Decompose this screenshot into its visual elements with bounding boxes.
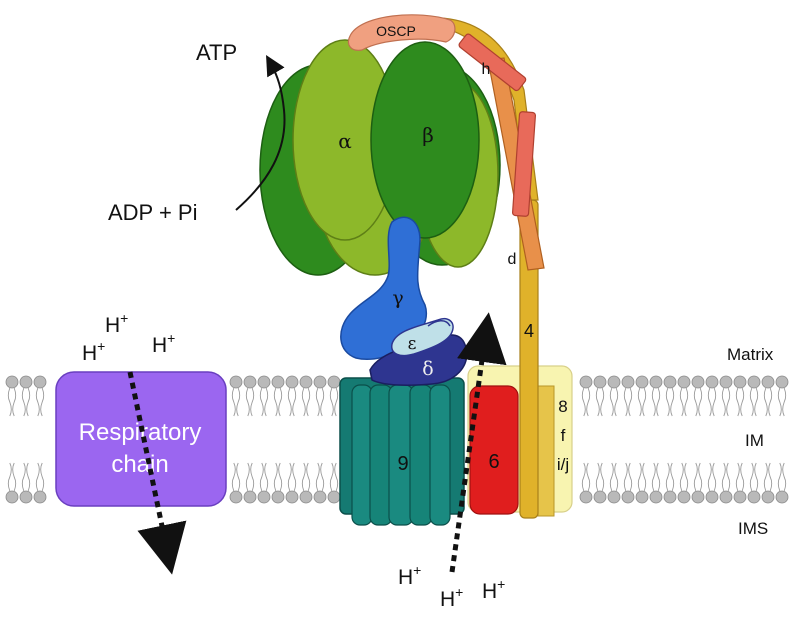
lipid-head bbox=[733, 490, 747, 504]
respiratory-chain: Respiratory chain bbox=[55, 371, 227, 507]
epsilon-label: ε bbox=[408, 334, 417, 354]
lipid-head bbox=[257, 375, 271, 389]
lipid-head bbox=[705, 375, 719, 389]
lipid-head bbox=[649, 375, 663, 389]
subunit-8-f-ij-bar bbox=[537, 385, 555, 517]
lipid-head bbox=[607, 490, 621, 504]
subunit-ij-label: i/j bbox=[557, 455, 569, 474]
lipid-head bbox=[593, 375, 607, 389]
lipid-head bbox=[775, 375, 789, 389]
adp-pi-label: ADP + Pi bbox=[108, 200, 197, 225]
lipid-head bbox=[313, 375, 327, 389]
f1-alpha-beta-hexamer: α β bbox=[259, 39, 501, 276]
proton-label: H+ bbox=[440, 584, 463, 611]
lipid-head bbox=[285, 375, 299, 389]
lipid-head bbox=[761, 490, 775, 504]
lipid-head bbox=[285, 490, 299, 504]
lipid-head bbox=[19, 490, 33, 504]
ims-label: IMS bbox=[738, 519, 768, 538]
subunit-d-label: d bbox=[508, 251, 517, 268]
lipid-head bbox=[747, 375, 761, 389]
lipid-head bbox=[257, 490, 271, 504]
lipid-head bbox=[705, 490, 719, 504]
lipid-head bbox=[33, 375, 47, 389]
lipid-head bbox=[691, 375, 705, 389]
atp-synthesis-arrow bbox=[235, 55, 286, 211]
proton-arrow-respiratory-chain bbox=[127, 371, 187, 575]
lipid-head bbox=[663, 375, 677, 389]
lipid-head bbox=[299, 375, 313, 389]
lipid-head bbox=[747, 490, 761, 504]
oscp: OSCP bbox=[347, 14, 456, 51]
lipid-head bbox=[327, 375, 341, 389]
lipid-head bbox=[33, 490, 47, 504]
respiratory-chain-label-1: Respiratory bbox=[79, 419, 202, 446]
subunit-h-label: h bbox=[482, 61, 491, 78]
lipid-head bbox=[649, 490, 663, 504]
lipid-head bbox=[663, 490, 677, 504]
proton-label: H+ bbox=[398, 562, 421, 589]
lipid-head bbox=[635, 490, 649, 504]
lipid-head bbox=[313, 490, 327, 504]
subunit-8-label: 8 bbox=[558, 397, 567, 416]
alpha-label: α bbox=[338, 129, 352, 153]
gamma-label: γ bbox=[392, 287, 403, 309]
subunit-6-label: 6 bbox=[488, 451, 499, 473]
lipid-head bbox=[271, 490, 285, 504]
lipid-head bbox=[243, 490, 257, 504]
lipid-head bbox=[677, 375, 691, 389]
proton-arrow-fo bbox=[449, 312, 507, 573]
delta-label: δ bbox=[422, 358, 433, 380]
oscp-label: OSCP bbox=[376, 23, 416, 39]
lipid-head bbox=[579, 375, 593, 389]
protons-matrix: H+ H+ H+ bbox=[82, 310, 175, 365]
lipid-head bbox=[19, 375, 33, 389]
lipid-head bbox=[579, 490, 593, 504]
lipid-head bbox=[607, 375, 621, 389]
proton-label: H+ bbox=[152, 330, 175, 357]
lipid-head bbox=[691, 490, 705, 504]
epsilon-subunit: ε bbox=[391, 318, 454, 357]
proton-label: H+ bbox=[482, 576, 505, 603]
lipid-head bbox=[229, 375, 243, 389]
subunit-4-label: 4 bbox=[524, 321, 534, 341]
lipid-head bbox=[299, 490, 313, 504]
lipid-head bbox=[775, 490, 789, 504]
lipid-head bbox=[271, 375, 285, 389]
lipid-head bbox=[761, 375, 775, 389]
proton-label: H+ bbox=[105, 310, 128, 337]
lipid-head bbox=[621, 375, 635, 389]
subunit-9-label: 9 bbox=[397, 453, 408, 475]
subunit-f-label: f bbox=[561, 426, 566, 445]
matrix-label: Matrix bbox=[727, 345, 774, 364]
respiratory-chain-label-2: chain bbox=[111, 451, 168, 478]
lipid-head bbox=[229, 490, 243, 504]
subunit-h: h bbox=[458, 33, 537, 217]
membrane-bilayer bbox=[5, 375, 789, 504]
protons-ims: H+ H+ H+ bbox=[398, 562, 505, 611]
lipid-head bbox=[733, 375, 747, 389]
lipid-head bbox=[621, 490, 635, 504]
lipid-head bbox=[635, 375, 649, 389]
c-ring-subunit-9: 9 bbox=[339, 377, 465, 526]
proton-label: H+ bbox=[82, 338, 105, 365]
lipid-head bbox=[5, 375, 19, 389]
lipid-head bbox=[677, 490, 691, 504]
atp-label: ATP bbox=[196, 40, 237, 65]
lipid-head bbox=[243, 375, 257, 389]
lipid-head bbox=[327, 490, 341, 504]
beta-label: β bbox=[422, 123, 434, 147]
lipid-head bbox=[719, 375, 733, 389]
lipid-head bbox=[593, 490, 607, 504]
im-label: IM bbox=[745, 431, 764, 450]
lipid-head bbox=[719, 490, 733, 504]
lipid-head bbox=[5, 490, 19, 504]
